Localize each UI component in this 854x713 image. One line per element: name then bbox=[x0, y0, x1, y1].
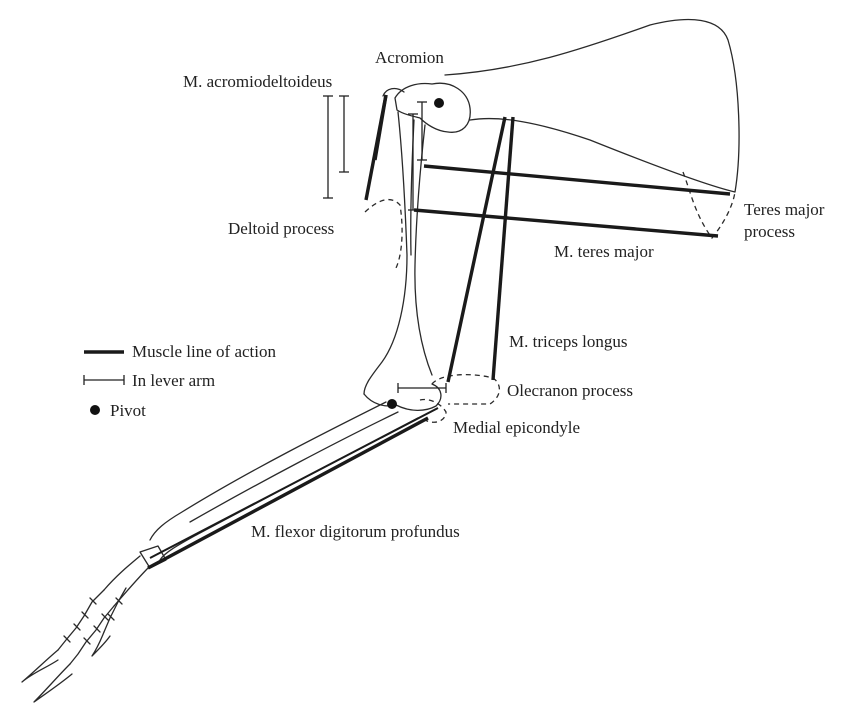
humerus-front bbox=[364, 112, 407, 394]
acromion-tip bbox=[383, 89, 404, 96]
label-triceps-longus: M. triceps longus bbox=[509, 332, 628, 351]
forearm-mid bbox=[190, 412, 398, 522]
olecranon-outline bbox=[432, 375, 499, 404]
shoulder-joint bbox=[395, 83, 470, 132]
legend-lever-label: In lever arm bbox=[132, 371, 215, 390]
phalanges-1 bbox=[58, 590, 104, 650]
lever-acromiodeltoideus-2 bbox=[339, 96, 349, 172]
label-flexor-digitorum: M. flexor digitorum profundus bbox=[251, 522, 460, 541]
lever-olecranon bbox=[398, 383, 446, 393]
lever-acromiodeltoideus-1 bbox=[323, 96, 333, 198]
legend: Muscle line of action In lever arm Pivot bbox=[84, 342, 276, 420]
pivot-elbow bbox=[387, 399, 397, 409]
lever-teres-1 bbox=[417, 102, 427, 160]
scapula-caudal-border bbox=[683, 172, 735, 238]
pivot-shoulder bbox=[434, 98, 444, 108]
muscle-acromiodeltoideus-2 bbox=[375, 95, 386, 160]
phalanx-joints bbox=[64, 598, 122, 644]
label-teres-major: M. teres major bbox=[554, 242, 654, 261]
metacarpals bbox=[104, 556, 150, 606]
label-acromion: Acromion bbox=[375, 48, 444, 67]
legend-muscle-label: Muscle line of action bbox=[132, 342, 276, 361]
claw-1 bbox=[22, 650, 58, 682]
label-teres-major-process-2: process bbox=[744, 222, 795, 241]
label-medial-epicondyle: Medial epicondyle bbox=[453, 418, 580, 437]
label-olecranon-process: Olecranon process bbox=[507, 381, 633, 400]
lever-teres-2 bbox=[408, 114, 418, 210]
humerus-back bbox=[415, 125, 432, 375]
legend-pivot-label: Pivot bbox=[110, 401, 146, 420]
legend-lever-swatch bbox=[84, 375, 124, 385]
forearm-upper bbox=[150, 402, 386, 540]
scapula-outline bbox=[445, 20, 739, 192]
muscle-teres-major-2 bbox=[414, 210, 718, 236]
phalanges-3 bbox=[104, 588, 126, 632]
label-acromiodeltoideus: M. acromiodeltoideus bbox=[183, 72, 332, 91]
muscle-teres-major-1 bbox=[424, 166, 730, 194]
muscle-flexor-digitorum bbox=[148, 418, 428, 568]
claw-3 bbox=[92, 632, 110, 656]
label-deltoid-process: Deltoid process bbox=[228, 219, 334, 238]
label-teres-major-process-1: Teres major bbox=[744, 200, 825, 219]
deltoid-crest bbox=[365, 200, 402, 268]
legend-pivot-swatch bbox=[90, 405, 100, 415]
